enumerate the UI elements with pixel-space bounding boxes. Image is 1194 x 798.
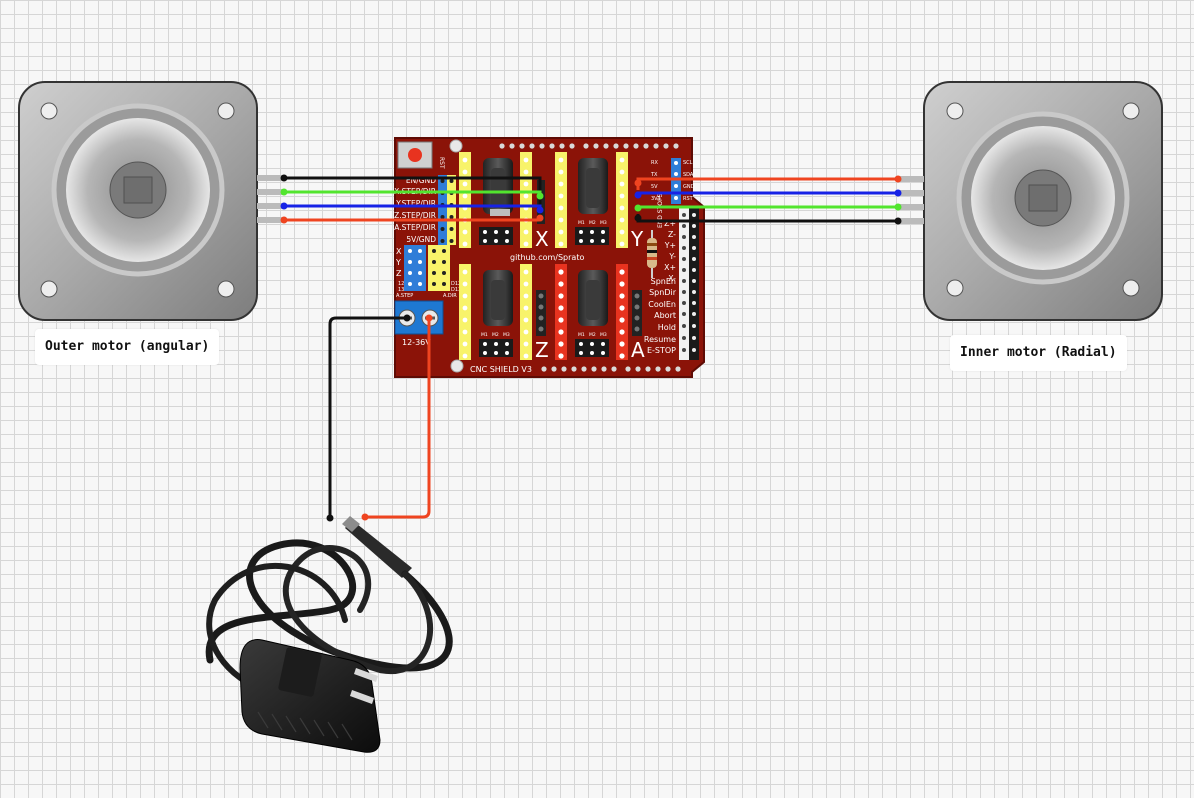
wires-outer-motor[interactable] [280, 174, 544, 224]
svg-text:M1: M1 [578, 332, 585, 338]
uart-labels: RX TX 5V 3V3 SCL SDA GND RST [650, 160, 695, 202]
svg-text:M3: M3 [600, 332, 607, 338]
capacitor [483, 270, 513, 326]
svg-text:M3: M3 [503, 332, 510, 338]
microstep-labels: M1 M2 M3 M1 M2 M3 M1 M2 M3 [481, 220, 607, 338]
svg-text:A.STEP: A.STEP [396, 293, 413, 299]
wires-power[interactable] [326, 314, 433, 522]
svg-text:A.DIR: A.DIR [443, 293, 457, 299]
inner-stepper-motor[interactable] [898, 81, 1163, 321]
pin-label: Y.STEP/DIR [395, 199, 436, 208]
svg-text:CoolEn: CoolEn [648, 300, 676, 309]
io-labels: SpnEn SpnDir CoolEn Abort Hold Resume E-… [644, 277, 677, 355]
bottom-pin-row [541, 366, 681, 372]
svg-text:RX: RX [651, 160, 658, 166]
svg-text:SpnEn: SpnEn [651, 277, 676, 286]
svg-text:Y: Y [395, 258, 401, 267]
svg-text:M2: M2 [589, 332, 596, 338]
axis-jumper-block[interactable] [404, 245, 450, 291]
axis-z-label: Z [535, 338, 549, 362]
svg-text:5V: 5V [651, 184, 658, 190]
driver-headers [459, 152, 628, 360]
outer-motor-label: Outer motor (angular) [35, 329, 220, 365]
svg-text:SpnDir: SpnDir [649, 288, 677, 297]
pin-label: EN/GND [406, 176, 436, 185]
pin-label: 5V/GND [406, 235, 436, 244]
wire-black-power [328, 316, 407, 518]
svg-text:E-STOP: E-STOP [647, 346, 676, 355]
endstop-title: END STOPS [657, 193, 664, 228]
resistor [647, 230, 657, 278]
barrel-plug [342, 516, 412, 578]
axis-x-label: X [535, 227, 549, 251]
svg-text:Z-: Z- [668, 230, 676, 239]
svg-text:M2: M2 [589, 220, 596, 226]
a-driver-headers [555, 264, 628, 360]
svg-text:X-: X- [668, 274, 676, 283]
svg-text:TX: TX [650, 172, 658, 178]
cnc-shield-board[interactable]: RST EN/GND X.STEP/DIR Y.STEP/DIR Z.STEP/… [394, 137, 705, 378]
svg-text:Z: Z [396, 269, 402, 278]
pin-label: Z.STEP/DIR [394, 211, 436, 220]
wires-inner-motor[interactable] [634, 175, 902, 225]
svg-text:GND: GND [683, 184, 695, 190]
svg-text:RST: RST [683, 196, 694, 202]
uart-i2c-header[interactable] [671, 158, 681, 204]
svg-text:SCL: SCL [683, 160, 693, 166]
wire-red-power [365, 318, 431, 519]
power-adapter[interactable] [205, 516, 453, 753]
reset-button[interactable] [397, 141, 433, 169]
svg-text:13: 13 [398, 287, 404, 293]
svg-text:12: 12 [398, 281, 404, 287]
svg-text:X: X [396, 247, 402, 256]
svg-text:Hold: Hold [658, 323, 676, 332]
jumper-axis-labels: X Y Z 12 13 D12 D13 A.STEP A.DIR [395, 247, 461, 299]
svg-text:M1: M1 [481, 332, 488, 338]
svg-text:M2: M2 [492, 332, 499, 338]
adapter-vents [257, 711, 353, 741]
svg-text:X+: X+ [664, 263, 676, 272]
axis-a-label: A [631, 338, 645, 362]
mount-hole [449, 139, 463, 153]
endstop-pin-header[interactable] [679, 208, 699, 360]
svg-text:M1: M1 [578, 220, 585, 226]
axis-y-label: Y [630, 227, 644, 251]
svg-text:D13: D13 [451, 287, 461, 293]
microstep-jumpers[interactable] [479, 227, 609, 357]
svg-text:3V3: 3V3 [651, 196, 661, 202]
reset-label: RST [438, 157, 445, 169]
mount-hole [450, 359, 464, 373]
axis-letters: X Y Z A [535, 227, 645, 362]
driver-header-pins [462, 157, 625, 359]
board-name: CNC SHIELD V3 [470, 365, 532, 374]
svg-text:Resume: Resume [644, 335, 676, 344]
pin-label: A.STEP/DIR [394, 223, 436, 232]
svg-text:SDA: SDA [683, 172, 694, 178]
svg-text:Y+: Y+ [664, 241, 676, 250]
left-pin-header[interactable] [438, 175, 456, 245]
svg-text:Z+: Z+ [664, 219, 676, 228]
svg-text:Y-: Y- [668, 252, 676, 261]
capacitor [578, 158, 608, 214]
outer-stepper-motor[interactable] [18, 81, 285, 321]
top-pin-row [499, 143, 679, 149]
svg-text:M3: M3 [600, 220, 607, 226]
power-label: 12-36V [402, 338, 431, 347]
capacitor [578, 270, 608, 326]
github-label: github.com/Sprato [510, 253, 584, 262]
svg-text:D12: D12 [451, 281, 461, 287]
inner-motor-label: Inner motor (Radial) [950, 335, 1127, 371]
svg-text:Abort: Abort [654, 311, 676, 320]
endstop-labels: Z+ Z- Y+ Y- X+ X- [664, 219, 676, 283]
